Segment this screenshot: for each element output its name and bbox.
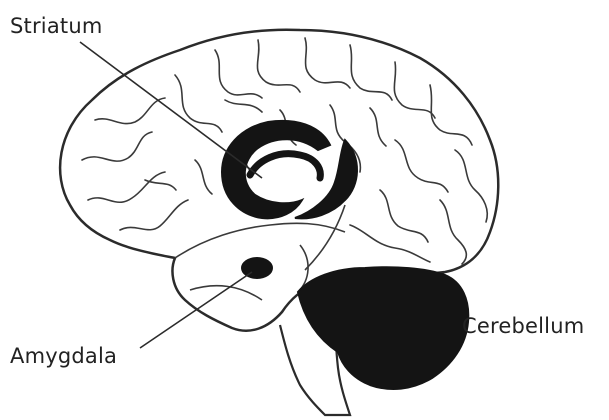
- label-striatum: Striatum: [10, 14, 103, 38]
- label-amygdala: Amygdala: [10, 344, 117, 368]
- label-cerebellum: Cerebellum: [462, 314, 584, 338]
